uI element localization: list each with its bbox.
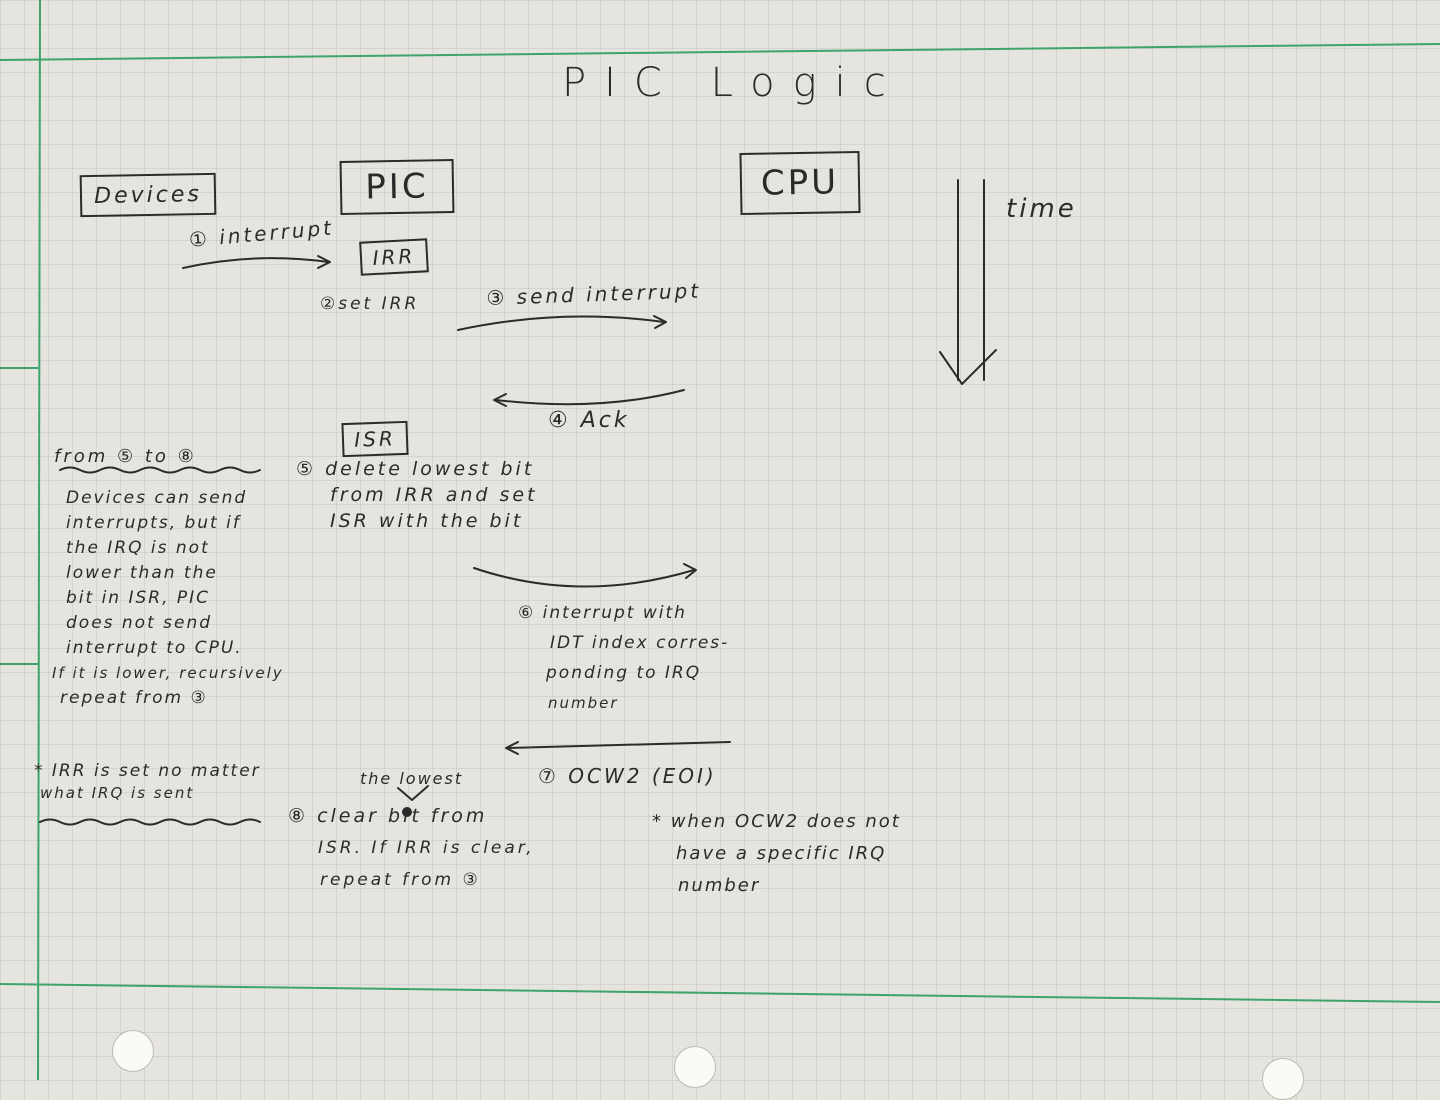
step-8-text: ⑧ clear bit from ISR. If IRR is clear, r… bbox=[288, 800, 535, 896]
margin-line-bottom bbox=[0, 983, 1440, 1003]
side-note-line-4: lower than the bbox=[66, 563, 218, 583]
step-6-line-4: number bbox=[548, 694, 619, 712]
side-note-line-1: Devices can send bbox=[66, 488, 248, 508]
margin-line-top bbox=[0, 43, 1440, 61]
step-6-line-1: ⑥ interrupt with bbox=[518, 603, 687, 623]
step-6-line-3: ponding to IRQ bbox=[546, 663, 702, 683]
step-5-line-1: ⑤ delete lowest bit bbox=[296, 458, 535, 480]
side-note-footnote: * IRR is set no matter what IRQ is sent bbox=[34, 760, 261, 804]
side-note-line-3: the IRQ is not bbox=[66, 538, 210, 558]
side-note-line-7: interrupt to CPU. bbox=[66, 638, 243, 658]
time-arrow-head bbox=[939, 349, 997, 385]
step-3-label: ③ send interrupt bbox=[486, 278, 702, 310]
time-label: time bbox=[1006, 194, 1077, 224]
devices-box: Devices bbox=[79, 172, 217, 218]
footnote-underline bbox=[39, 818, 261, 826]
step-1-label: ① interrupt bbox=[188, 215, 335, 252]
side-note-line-5: bit in ISR, PIC bbox=[66, 588, 211, 608]
pic-box: PIC bbox=[339, 159, 455, 215]
irr-box: IRR bbox=[359, 238, 429, 276]
cpu-label: CPU bbox=[760, 162, 840, 204]
step-6-line-2: IDT index corres- bbox=[550, 633, 730, 653]
arrow-step-4 bbox=[495, 389, 685, 406]
devices-label: Devices bbox=[93, 181, 203, 209]
ocw2-note-line-3: number bbox=[678, 875, 761, 896]
arrow-step-6 bbox=[473, 567, 695, 588]
side-note-line-8: If it is lower, recursively bbox=[52, 664, 284, 682]
step-8-line-3: repeat from ③ bbox=[320, 870, 481, 890]
side-note-heading: from ⑤ to ⑧ bbox=[54, 446, 197, 467]
side-note-line-9: repeat from ③ bbox=[60, 688, 208, 708]
step-5-line-3: ISR with the bit bbox=[330, 510, 524, 532]
pic-label: PIC bbox=[365, 166, 429, 208]
step-8-line-1: ⑧ clear bit from bbox=[288, 805, 488, 827]
heading-underline bbox=[59, 466, 261, 474]
step-5-text: ⑤ delete lowest bit from IRR and set ISR… bbox=[296, 456, 538, 534]
punch-hole-left bbox=[112, 1030, 154, 1072]
isr-label: ISR bbox=[353, 426, 397, 452]
side-note-body: Devices can send interrupts, but if the … bbox=[52, 486, 284, 711]
step-5-line-2: from IRR and set bbox=[330, 484, 538, 506]
cpu-box: CPU bbox=[739, 150, 861, 216]
footnote-line-2: what IRQ is sent bbox=[40, 784, 195, 802]
ocw2-note-line-1: * when OCW2 does not bbox=[652, 811, 901, 832]
step-4-label: ④ Ack bbox=[548, 408, 630, 433]
isr-box: ISR bbox=[341, 420, 409, 458]
arrow-step-7 bbox=[507, 741, 731, 749]
margin-line-left bbox=[37, 0, 41, 1080]
arrow-step-1 bbox=[182, 257, 329, 269]
footnote-line-1: * IRR is set no matter bbox=[34, 761, 261, 781]
step-8-line-2: ISR. If IRR is clear, bbox=[318, 838, 535, 858]
irr-label: IRR bbox=[372, 243, 416, 271]
arrow-step-3 bbox=[457, 315, 665, 331]
diagram-title: PIC Logic bbox=[562, 60, 904, 106]
step-2-label: ②set IRR bbox=[320, 294, 420, 314]
step-8-insert: the lowest bbox=[360, 769, 464, 788]
side-note-line-6: does not send bbox=[66, 613, 213, 633]
side-note-line-2: interrupts, but if bbox=[66, 513, 241, 533]
step-6-text: ⑥ interrupt with IDT index corres- pondi… bbox=[518, 598, 729, 718]
punch-hole-right bbox=[1262, 1058, 1304, 1100]
punch-hole-center bbox=[674, 1046, 716, 1088]
step-7-label: ⑦ OCW2 (EOI) bbox=[538, 764, 717, 788]
ocw2-note: * when OCW2 does not have a specific IRQ… bbox=[652, 806, 901, 902]
ocw2-note-line-2: have a specific IRQ bbox=[676, 843, 887, 864]
